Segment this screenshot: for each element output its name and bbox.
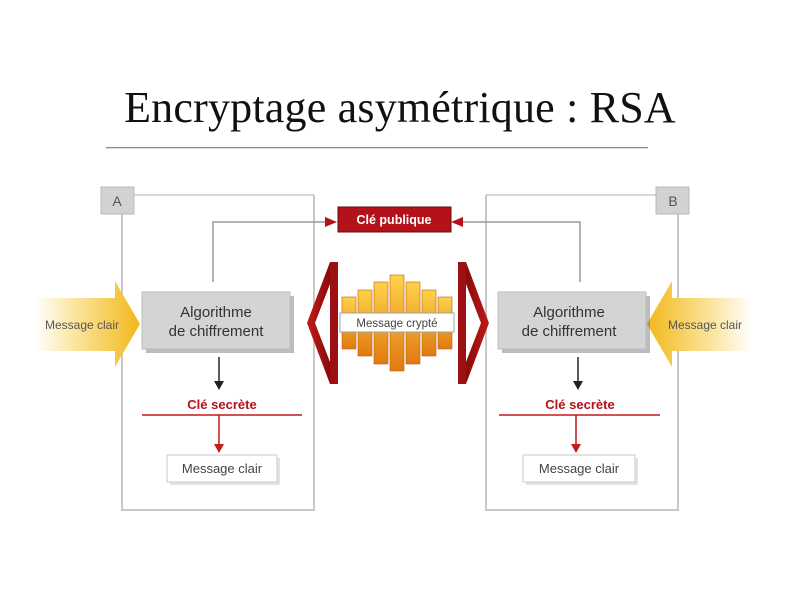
public-key-connectors bbox=[212, 221, 581, 282]
right-secret-key: Clé secrète bbox=[499, 397, 660, 453]
right-input-label: Message clair bbox=[668, 318, 742, 332]
left-input-arrow: Message clair bbox=[35, 281, 140, 367]
encrypted-message-label: Message crypté bbox=[356, 318, 437, 330]
left-secret-key: Clé secrète bbox=[142, 397, 302, 453]
right-algorithm-line2: de chiffrement bbox=[522, 323, 618, 340]
encrypted-blocks: Message crypté bbox=[339, 274, 455, 372]
left-output-label: Message clair bbox=[182, 461, 263, 476]
left-algorithm-down-arrow bbox=[214, 357, 224, 390]
right-output-label: Message clair bbox=[539, 461, 620, 476]
left-red-chevron bbox=[307, 262, 338, 384]
left-input-label: Message clair bbox=[45, 318, 119, 332]
right-algorithm-down-arrow bbox=[573, 357, 583, 390]
left-algorithm-line1: Algorithme bbox=[180, 304, 252, 321]
left-secret-key-label: Clé secrète bbox=[187, 397, 256, 412]
party-b-frame: B bbox=[485, 186, 690, 511]
right-input-arrow: Message clair bbox=[647, 281, 752, 367]
public-key-label: Clé publique bbox=[357, 213, 432, 227]
right-output-box: Message clair bbox=[522, 454, 638, 485]
left-algorithm-box: Algorithme de chiffrement bbox=[141, 291, 294, 353]
public-key-arrowhead-right bbox=[451, 217, 463, 227]
right-secret-key-label: Clé secrète bbox=[545, 397, 614, 412]
party-a-label: A bbox=[112, 193, 122, 209]
slide-title: Encryptage asymétrique : RSA bbox=[124, 83, 676, 132]
left-output-box: Message clair bbox=[166, 454, 280, 485]
title-underline bbox=[106, 147, 648, 148]
right-algorithm-box: Algorithme de chiffrement bbox=[497, 291, 650, 353]
right-red-chevron bbox=[458, 262, 489, 384]
public-key-arrowhead-left bbox=[325, 217, 337, 227]
left-algorithm-line2: de chiffrement bbox=[169, 323, 265, 340]
party-b-label: B bbox=[668, 193, 677, 209]
right-algorithm-line1: Algorithme bbox=[533, 304, 605, 321]
public-key-badge: Clé publique bbox=[337, 206, 452, 233]
